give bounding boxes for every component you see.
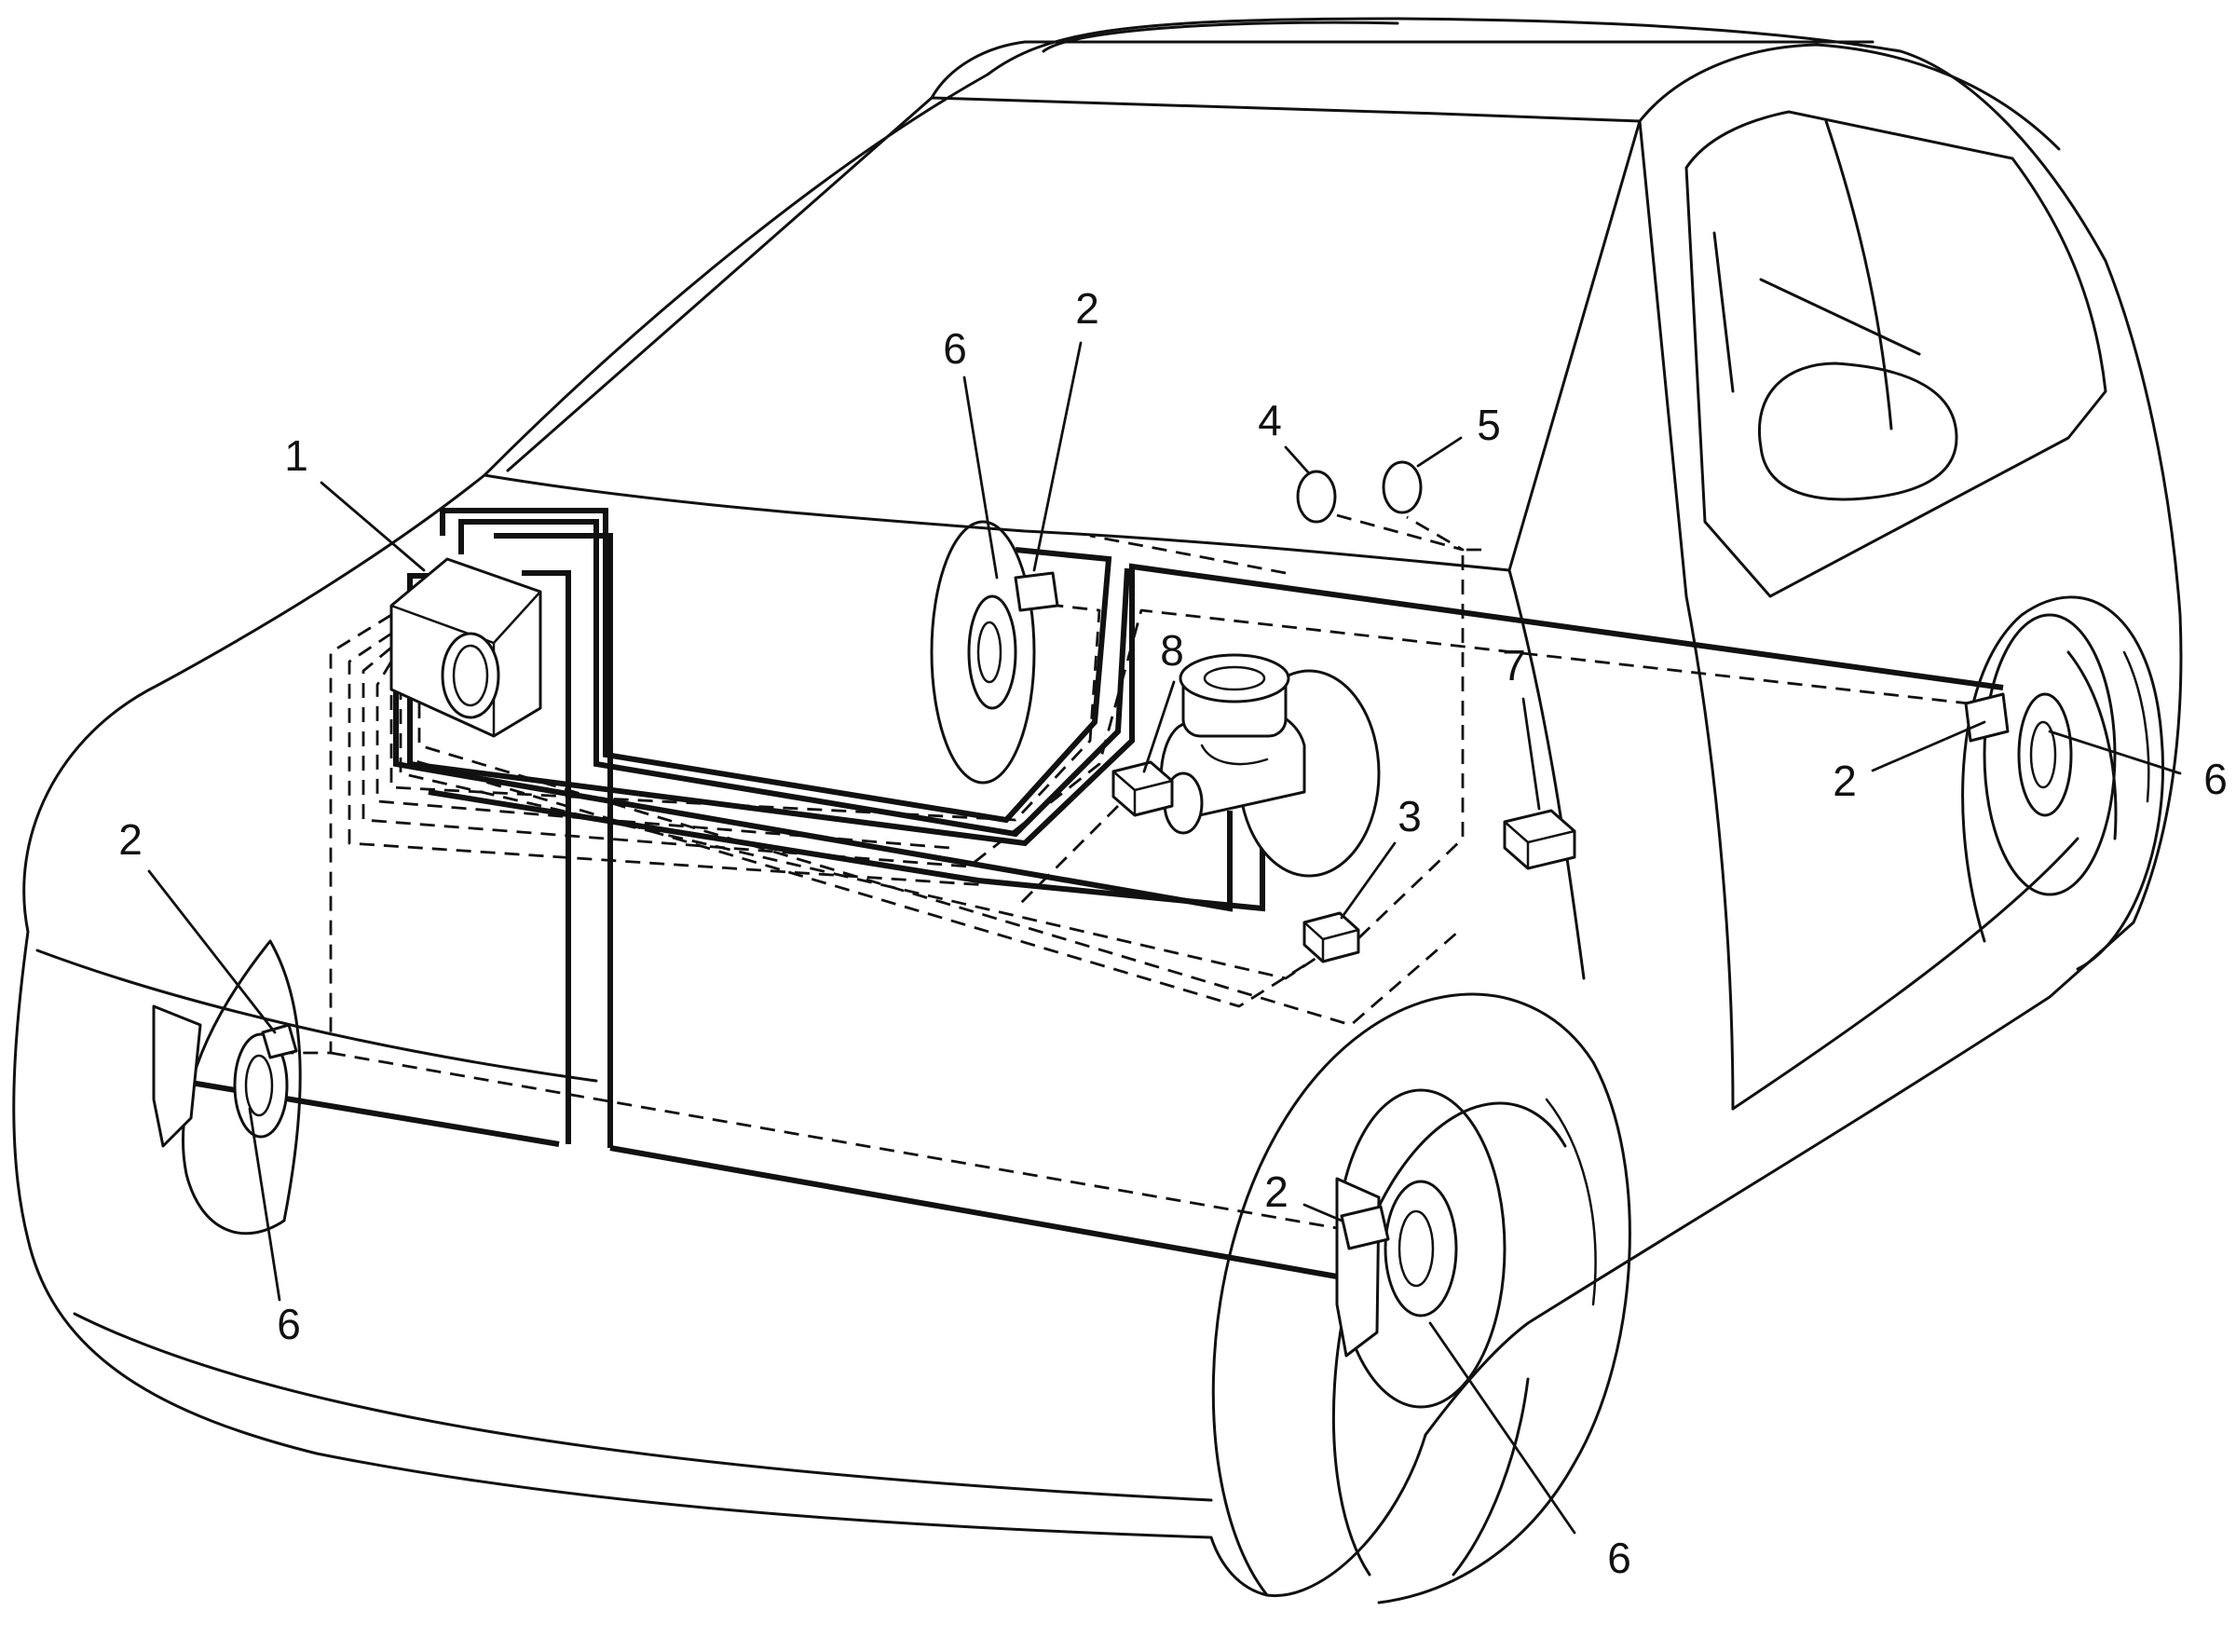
master-cylinder-booster [1159, 653, 1381, 878]
vehicle-body-outline [12, 17, 2183, 1598]
callout-8: 8 [1160, 626, 1184, 675]
rear-right-wheel [1961, 595, 2165, 971]
rear-right-brake-assembly [1964, 613, 2117, 896]
front-right-wheel [1211, 992, 1631, 1604]
callout-6-front-right: 6 [1607, 1534, 1631, 1582]
callout-7: 7 [1502, 641, 1526, 689]
callout-3: 3 [1398, 792, 1422, 840]
rear-left-brake-assembly [930, 520, 1059, 785]
indicator-lamp-4 [1296, 470, 1337, 524]
callout-6-rear-left: 6 [943, 324, 967, 373]
callout-1: 1 [284, 431, 308, 480]
callout-labels: 1 2 6 6 2 4 5 7 8 3 2 6 2 6 [118, 284, 2228, 1582]
callout-6-rear-right: 6 [2203, 755, 2228, 803]
front-right-brake-assembly [1335, 1088, 1507, 1409]
abs-wiring-harness [270, 513, 1995, 1230]
callout-2-front-left: 2 [118, 815, 143, 864]
indicator-lamp-5 [1382, 460, 1423, 514]
front-left-brake-assembly [152, 939, 302, 1236]
callout-6-front-left: 6 [277, 1300, 301, 1348]
callout-2-front-right: 2 [1264, 1167, 1288, 1216]
callout-2-rear-right: 2 [1833, 757, 1857, 805]
callout-5: 5 [1477, 401, 1501, 449]
module-3 [1302, 911, 1360, 963]
callout-2-rear-left: 2 [1075, 284, 1099, 333]
callout-4: 4 [1258, 396, 1282, 444]
module-8 [1111, 760, 1174, 817]
module-7 [1503, 809, 1576, 870]
callout-leaders [147, 341, 2182, 1535]
abs-modulator-unit [389, 557, 542, 738]
